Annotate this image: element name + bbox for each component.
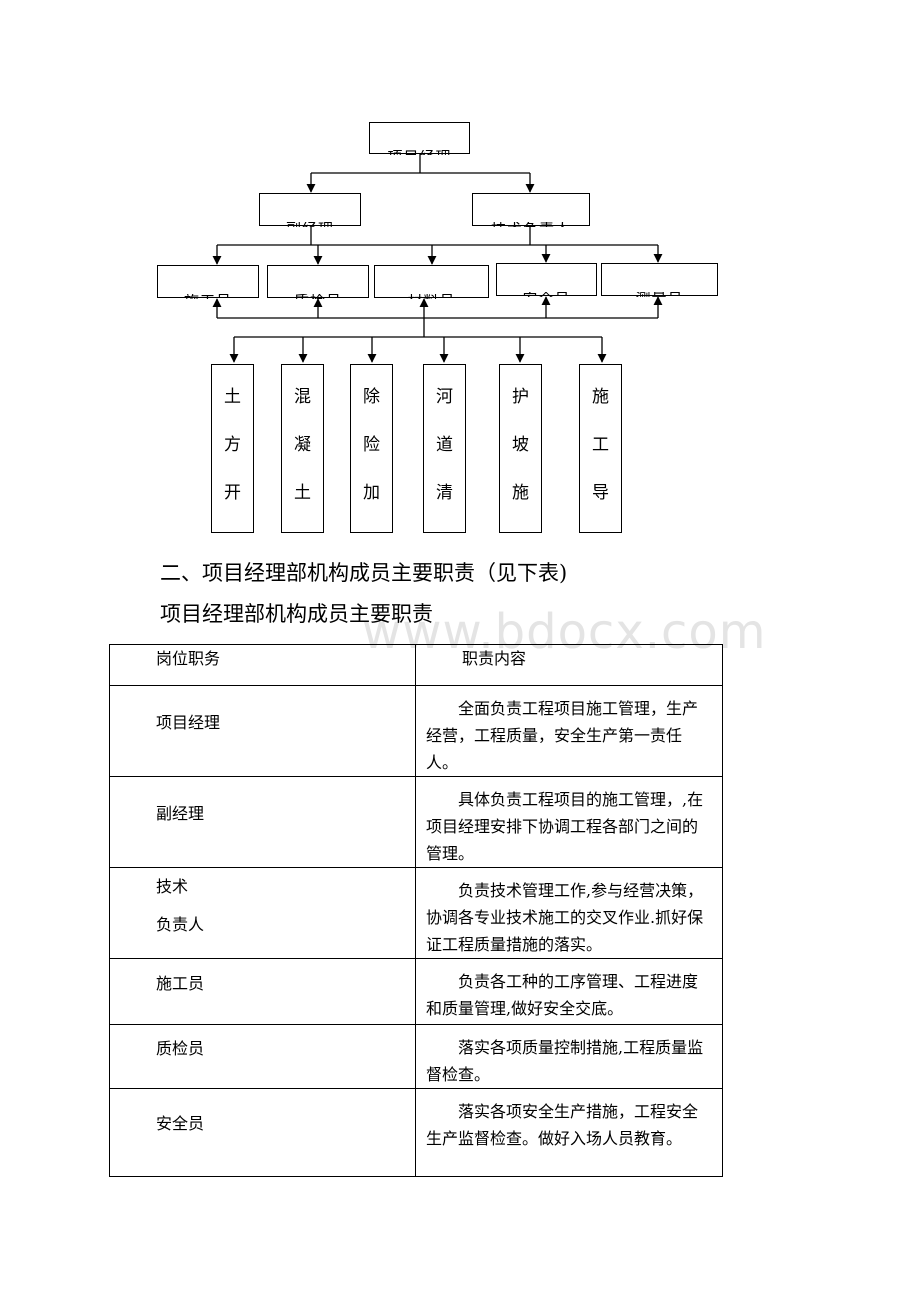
- team-box-4-char-2: 道: [436, 435, 453, 455]
- team-box-3-char-1: 除: [363, 387, 380, 407]
- team-box-3: 除 险 加: [350, 364, 393, 533]
- duty-cell: 具体负责工程项目的施工管理，,在项目经理安排下协调工程各部门之间的管理。: [415, 776, 723, 868]
- team-box-6: 施 工 导: [579, 364, 622, 533]
- header-cell-role: 岗位职务: [109, 644, 416, 686]
- org-box-level3-2-label: 质检员: [268, 294, 368, 299]
- team-box-4-char-1: 河: [436, 387, 453, 407]
- team-box-5-char-3: 施: [512, 483, 529, 503]
- role-cell: 副经理: [109, 776, 416, 868]
- duty-text: 全面负责工程项目施工管理，生产经营，工程质量，安全生产第一责任人。: [426, 699, 699, 772]
- header-cell-duty: 职责内容: [415, 644, 723, 686]
- duty-cell: 全面负责工程项目施工管理，生产经营，工程质量，安全生产第一责任人。: [415, 685, 723, 777]
- team-box-2-char-1: 混: [294, 387, 311, 407]
- team-box-2-char-3: 土: [294, 483, 311, 503]
- team-box-6-char-3: 导: [592, 483, 609, 503]
- team-box-3-char-2: 险: [363, 435, 380, 455]
- role-text-line-1: 技术: [156, 877, 189, 896]
- team-box-5: 护 坡 施: [499, 364, 542, 533]
- table-header-row: 岗位职务 职责内容: [109, 644, 723, 686]
- org-box-level3-2: 质检员: [267, 265, 369, 299]
- org-box-level3-3: 材料员: [374, 265, 489, 299]
- table-row: 施工员 负责各工种的工序管理、工程进度和质量管理,做好安全交底。: [109, 958, 723, 1025]
- team-box-1-char-2: 方: [224, 435, 241, 455]
- org-box-level2-1-label: 副经理: [260, 222, 360, 227]
- duty-text: 负责各工种的工序管理、工程进度和质量管理,做好安全交底。: [426, 972, 699, 1018]
- duty-cell: 负责技术管理工作,参与经营决策，协调各专业技术施工的交叉作业.抓好保证工程质量措…: [415, 867, 723, 959]
- role-cell: 技术 负责人: [109, 867, 416, 959]
- role-text: 质检员: [156, 1039, 205, 1058]
- org-box-level3-1: 施工员: [157, 265, 259, 299]
- team-box-6-char-2: 工: [592, 435, 609, 455]
- team-box-5-char-2: 坡: [512, 435, 529, 455]
- team-box-1: 土 方 开: [211, 364, 254, 533]
- role-text: 施工员: [156, 974, 205, 993]
- org-box-level3-5-label: 测量员: [602, 292, 717, 297]
- duty-table: 岗位职务 职责内容 项目经理 全面负责工程项目施工管理，生产经营，工程质量，安全…: [109, 644, 723, 1177]
- role-text-line-2: 负责人: [156, 915, 205, 934]
- duty-cell: 负责各工种的工序管理、工程进度和质量管理,做好安全交底。: [415, 958, 723, 1025]
- team-box-1-char-1: 土: [224, 387, 241, 407]
- team-box-1-char-3: 开: [224, 483, 241, 503]
- team-box-5-char-1: 护: [512, 387, 529, 407]
- header-duty-text: 职责内容: [462, 649, 527, 668]
- duty-text: 落实各项安全生产措施，工程安全生产监督检查。做好入场人员教育。: [426, 1102, 699, 1148]
- table-row: 质检员 落实各项质量控制措施,工程质量监督检查。: [109, 1024, 723, 1089]
- duty-text: 落实各项质量控制措施,工程质量监督检查。: [426, 1038, 704, 1084]
- org-box-level2-1: 副经理: [259, 193, 361, 227]
- table-row: 副经理 具体负责工程项目的施工管理，,在项目经理安排下协调工程各部门之间的管理。: [109, 776, 723, 868]
- role-cell: 安全员: [109, 1088, 416, 1177]
- org-box-top-label: 项目经理: [370, 150, 469, 155]
- role-cell: 质检员: [109, 1024, 416, 1089]
- duty-cell: 落实各项安全生产措施，工程安全生产监督检查。做好入场人员教育。: [415, 1088, 723, 1177]
- org-chart-connectors: [212, 153, 663, 363]
- table-row: 安全员 落实各项安全生产措施，工程安全生产监督检查。做好入场人员教育。: [109, 1088, 723, 1177]
- section-heading: 二、项目经理部机构成员主要职责（见下表): [160, 561, 568, 585]
- duty-text: 具体负责工程项目的施工管理，,在项目经理安排下协调工程各部门之间的管理。: [426, 790, 704, 863]
- org-box-level3-5: 测量员: [601, 263, 718, 297]
- team-box-2-char-2: 凝: [294, 435, 311, 455]
- table-row: 技术 负责人 负责技术管理工作,参与经营决策，协调各专业技术施工的交叉作业.抓好…: [109, 867, 723, 959]
- duty-text: 负责技术管理工作,参与经营决策，协调各专业技术施工的交叉作业.抓好保证工程质量措…: [426, 881, 704, 954]
- org-box-level3-3-label: 材料员: [375, 294, 488, 299]
- role-cell: 施工员: [109, 958, 416, 1025]
- org-box-level3-1-label: 施工员: [158, 294, 258, 299]
- table-title: 项目经理部机构成员主要职责: [160, 602, 433, 626]
- org-box-top: 项目经理: [369, 122, 470, 155]
- team-box-2: 混 凝 土: [281, 364, 324, 533]
- table-row: 项目经理 全面负责工程项目施工管理，生产经营，工程质量，安全生产第一责任人。: [109, 685, 723, 777]
- team-box-4-char-3: 清: [436, 483, 453, 503]
- org-box-level3-4-label: 安全员: [497, 292, 596, 297]
- org-box-level3-4: 安全员: [496, 263, 597, 297]
- duty-cell: 落实各项质量控制措施,工程质量监督检查。: [415, 1024, 723, 1089]
- header-role-text: 岗位职务: [156, 649, 221, 668]
- role-text: 项目经理: [156, 713, 221, 732]
- team-box-4: 河 道 清: [423, 364, 466, 533]
- role-text: 安全员: [156, 1114, 205, 1133]
- role-cell: 项目经理: [109, 685, 416, 777]
- team-box-6-char-1: 施: [592, 387, 609, 407]
- role-text: 副经理: [156, 804, 205, 823]
- team-box-3-char-3: 加: [363, 483, 380, 503]
